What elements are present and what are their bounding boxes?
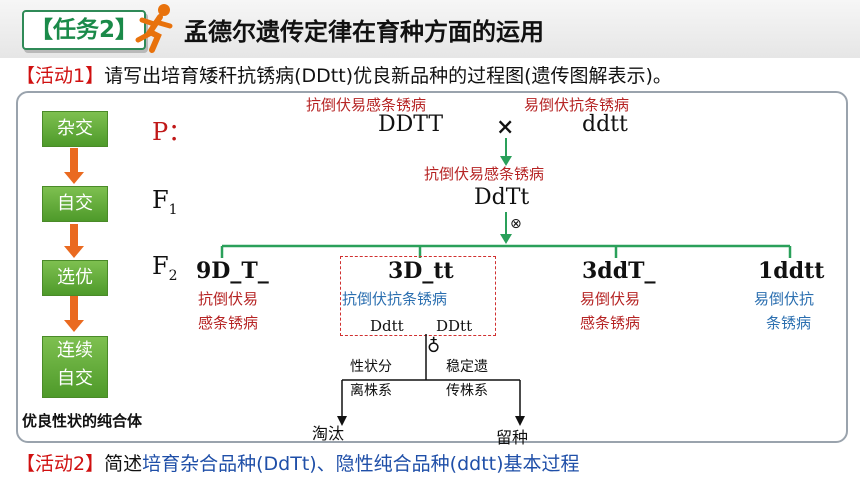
branch-left-label-2: 离株系 xyxy=(350,383,392,399)
step-goal-label: 优良性状的纯合体 xyxy=(22,412,143,430)
f2-class-2-genotype: 3D_tt xyxy=(388,258,454,284)
f2-class-1-phen1: 抗倒伏易 xyxy=(198,290,259,308)
step-arrows xyxy=(64,148,84,332)
gen-f1-base: F xyxy=(152,186,169,214)
activity2-line: 【活动2】简述培育杂合品种(DdTt)、隐性纯合品种(ddtt)基本过程 xyxy=(16,449,580,476)
parent1-phenotype: 抗倒伏易感条锈病 xyxy=(306,96,427,114)
parent2-phenotype: 易倒伏抗条锈病 xyxy=(524,96,630,114)
activity2-prefix: 简述 xyxy=(104,453,143,475)
f2-class-3-genotype: 3ddT_ xyxy=(582,258,656,284)
selected-class-box xyxy=(340,256,496,336)
activity1-line: 【活动1】请写出培育矮秆抗锈病(DDtt)优良新品种的过程图(遗传图解表示)。 xyxy=(16,61,672,88)
step-self: 自交 xyxy=(42,186,108,222)
branch-right-label-2: 传株系 xyxy=(446,383,488,399)
page-title: 孟德尔遗传定律在育种方面的运用 xyxy=(184,18,544,46)
f2-class-1-phen2: 感条锈病 xyxy=(198,314,259,332)
parent1-genotype: DDTT xyxy=(378,112,444,137)
f2-class-3-phen2: 感条锈病 xyxy=(580,314,641,332)
selected-genotype-2: DDtt xyxy=(436,317,473,335)
keep-label: 留种 xyxy=(496,428,529,447)
activity2-tag: 【活动2】 xyxy=(16,453,105,475)
activity1-tag: 【活动1】 xyxy=(16,65,105,87)
parent2-genotype: ddtt xyxy=(582,112,628,137)
branch-right-label-1: 稳定遗 xyxy=(446,359,488,375)
step-select: 选优 xyxy=(42,260,108,296)
f2-class-4-genotype: 1ddtt xyxy=(758,258,825,284)
f1-selfing-symbol: ⊗ xyxy=(510,216,522,232)
cross-symbol: × xyxy=(496,114,515,140)
gen-f2-label: F2 xyxy=(152,252,178,284)
f2-class-4-phen1: 易倒伏抗 xyxy=(754,290,815,308)
diagram-panel xyxy=(16,91,848,443)
step-cross: 杂交 xyxy=(42,111,108,147)
step-continuous-line1: 连续 xyxy=(57,340,93,361)
selected-selfing-symbol: ♁ xyxy=(427,336,441,357)
discard-label: 淘汰 xyxy=(312,424,345,443)
gen-f1-label: F1 xyxy=(152,186,178,218)
f1-phenotype: 抗倒伏易感条锈病 xyxy=(424,165,545,183)
running-person-icon xyxy=(135,4,173,53)
step-continuous-self: 连续 自交 xyxy=(42,336,108,398)
activity2-highlight: 培育杂合品种(DdTt)、隐性纯合品种(ddtt)基本过程 xyxy=(142,453,580,475)
f2-class-2-phen1: 抗倒伏抗条锈病 xyxy=(342,290,448,308)
branch-left-label-1: 性状分 xyxy=(350,359,392,375)
task-badge: 【任务2】 xyxy=(22,10,146,50)
gen-p-label: P： xyxy=(152,118,193,146)
f2-class-1-genotype: 9D_T_ xyxy=(196,258,269,284)
gen-f2-base: F xyxy=(152,252,169,280)
activity1-text: 请写出培育矮秆抗锈病(DDtt)优良新品种的过程图(遗传图解表示)。 xyxy=(104,65,672,87)
gen-f2-sub: 2 xyxy=(168,267,178,284)
gen-f1-sub: 1 xyxy=(168,201,178,218)
f2-class-4-phen2: 条锈病 xyxy=(766,314,812,332)
step-continuous-line2: 自交 xyxy=(57,368,93,389)
f1-genotype: DdTt xyxy=(474,185,530,210)
selected-genotype-1: Ddtt xyxy=(370,317,404,335)
f2-class-3-phen1: 易倒伏易 xyxy=(580,290,641,308)
